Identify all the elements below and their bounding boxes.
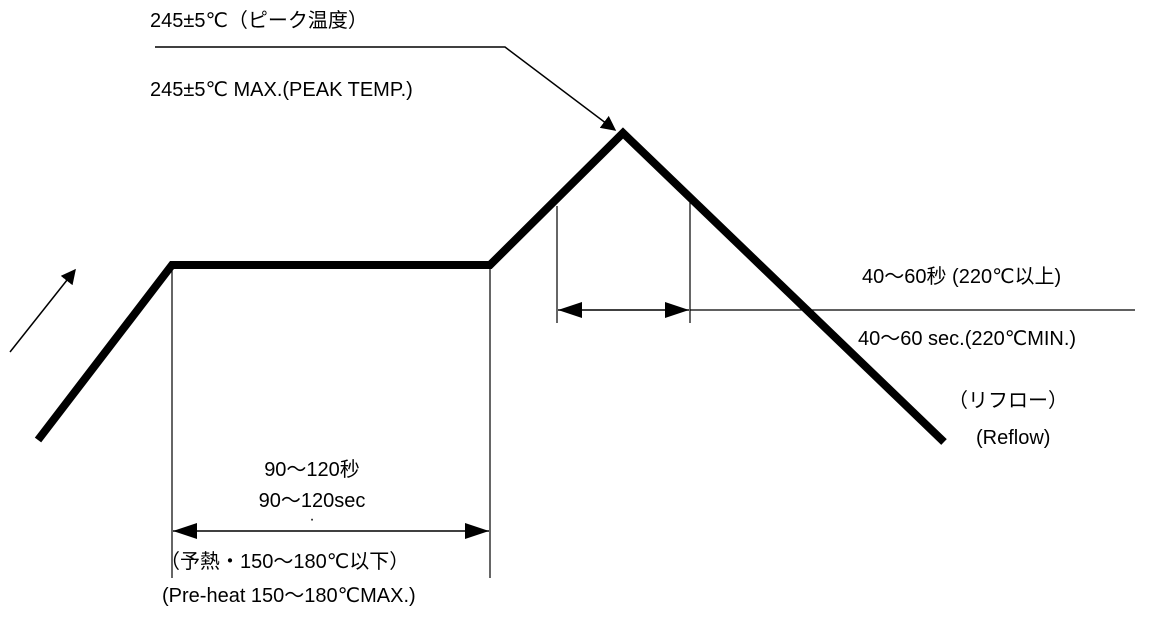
preheat-dot: · (309, 511, 315, 528)
preheat-time-label-en: 90～120sec (258, 490, 366, 512)
above220-label-jp: 40～60秒 (220℃以上) (862, 266, 1062, 288)
temperature-profile-curve (34, 127, 947, 445)
reflow-label-jp: （リフロー） (948, 390, 1068, 412)
preheat-time-label-jp: 90～120秒 (264, 459, 360, 481)
reflow-label-en: (Reflow) (976, 427, 1051, 449)
direction-arrow (9, 268, 76, 353)
preheat-label-jp: （予熱・150～180℃以下） (160, 551, 410, 573)
above220-label-en: 40～60 sec.(220℃MIN.) (858, 328, 1077, 350)
peak-temp-label-en: 245±5℃ MAX.(PEAK TEMP.) (150, 79, 413, 101)
peak-leader-line (155, 46, 617, 131)
peak-temp-label-jp: 245±5℃（ピーク温度） (150, 10, 368, 32)
preheat-label-en: (Pre-heat 150～180℃MAX.) (162, 585, 416, 607)
